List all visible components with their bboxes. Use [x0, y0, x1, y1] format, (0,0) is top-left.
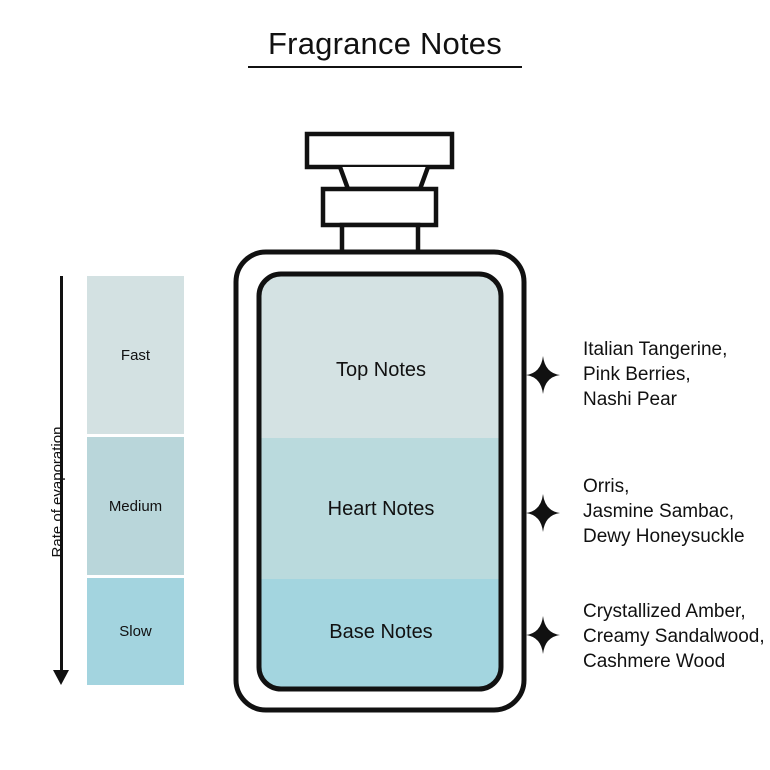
zone-label-heart-notes: Heart Notes [327, 498, 435, 520]
bottle-zone-heart [259, 438, 501, 579]
evaporation-level-fast: Fast [87, 276, 184, 434]
evaporation-level-label: Fast [120, 346, 151, 364]
evaporation-arrow-shaft [60, 276, 63, 672]
base-notes-list: Crystallized Amber, Creamy Sandalwood, C… [583, 599, 770, 674]
note-item: Cashmere Wood [583, 651, 726, 672]
note-item: Dewy Honeysuckle [583, 526, 745, 547]
bottle-ring [320, 186, 439, 228]
zone-label-top-notes: Top Notes [335, 359, 427, 381]
zone-label-base-notes: Base Notes [329, 621, 433, 643]
four-point-sparkle-icon [526, 494, 560, 532]
top-notes-list: Italian Tangerine, Pink Berries, Nashi P… [583, 337, 770, 412]
note-item: Orris, [583, 476, 630, 497]
evaporation-level-label: Medium [108, 497, 163, 515]
note-item: Crystallized Amber, [583, 601, 746, 622]
evaporation-level-label: Slow [119, 623, 152, 640]
bottle-zone-base [259, 579, 501, 689]
diagram-title: Fragrance Notes [268, 26, 502, 61]
note-item: Italian Tangerine, [583, 339, 728, 360]
evaporation-level-slow: Slow [87, 578, 184, 685]
bottle-cap [304, 131, 455, 170]
note-item: Jasmine Sambac, [583, 501, 735, 522]
bottle-cap-collar [337, 166, 431, 192]
title-underline [248, 66, 522, 68]
four-point-sparkle-icon [526, 616, 560, 654]
evaporation-level-medium: Medium [87, 437, 184, 575]
heart-notes-list: Orris, Jasmine Sambac, Dewy Honeysuckle [583, 474, 770, 549]
bottle-zone-top [259, 274, 501, 438]
note-item: Pink Berries, [583, 364, 691, 385]
bottle-neck [339, 222, 421, 255]
four-point-sparkle-icon [526, 356, 560, 394]
bottle-inner-body [256, 271, 504, 692]
note-item: Creamy Sandalwood, [583, 626, 765, 647]
down-arrow-icon [53, 670, 69, 685]
note-item: Nashi Pear [583, 389, 677, 410]
